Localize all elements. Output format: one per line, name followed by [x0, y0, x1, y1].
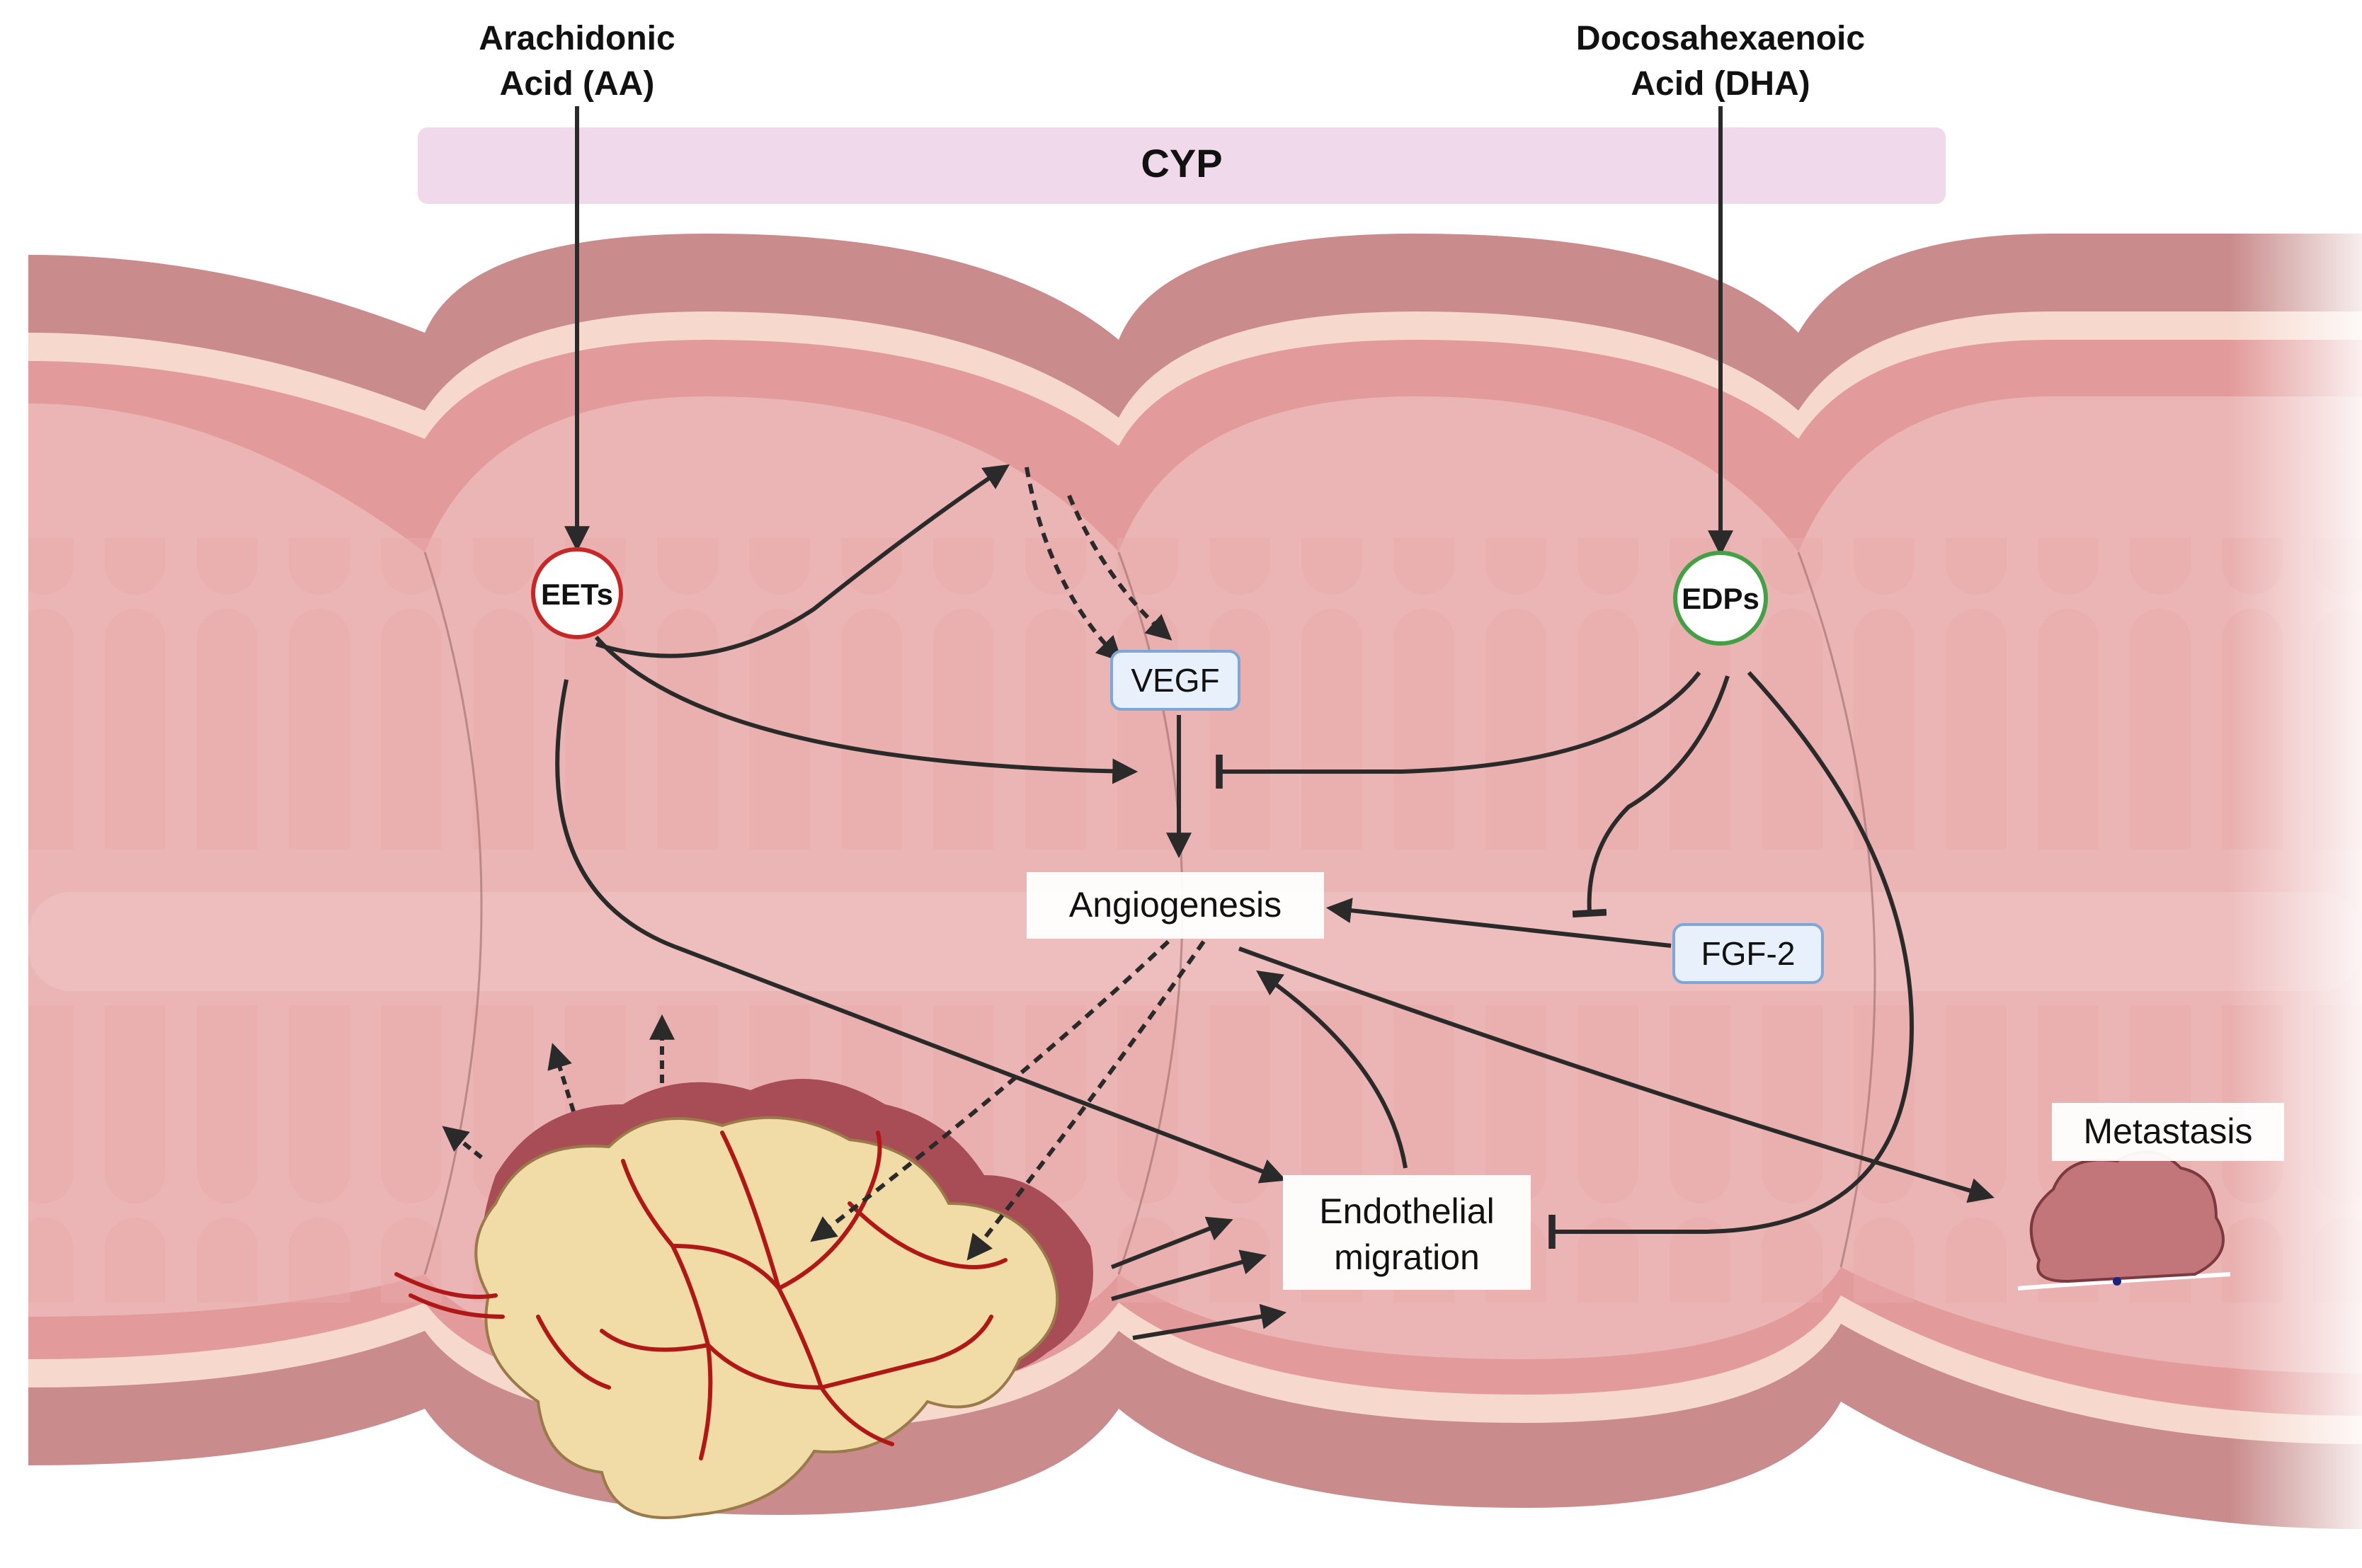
- fgf2-rect: [1672, 923, 1824, 984]
- fgf2-box: FGF-2: [1672, 923, 1824, 984]
- right-fade: [1699, 212, 2362, 1557]
- arrow-tumor-to-endothelial-2: [1111, 1249, 1267, 1301]
- cyp-label: CYP: [1141, 141, 1222, 185]
- metastasis-rect: [2052, 1103, 2284, 1161]
- cyp-bar: [418, 127, 1946, 204]
- endothelial-label-line2: migration: [1334, 1237, 1480, 1277]
- tumor-body: [474, 1116, 1059, 1519]
- primary-tumor: [394, 1079, 1093, 1519]
- arrow-tumor-to-endothelial-3: [1132, 1303, 1287, 1340]
- angiogenesis-rect: [1027, 872, 1324, 939]
- dashed-arrow-to-vegf-1: [1025, 467, 1123, 663]
- pathway-arrows: [442, 106, 1995, 1340]
- vegf-label: VEGF: [1131, 662, 1219, 699]
- edps-label: EDPs: [1682, 582, 1759, 615]
- endothelial-box: Endothelial migration: [1283, 1175, 1531, 1290]
- metastasis-body: [2029, 1150, 2225, 1283]
- dha-label-line1: Docosahexaenoic: [1576, 20, 1865, 57]
- arrow-eets-to-endothelial: [555, 679, 1286, 1184]
- fgf2-label: FGF-2: [1701, 935, 1796, 972]
- inhibit-edps-to-fgf2: [1572, 675, 1730, 918]
- angiogenesis-box: Angiogenesis: [1027, 872, 1324, 939]
- metastasis-lesion: [2017, 1150, 2231, 1291]
- tumor-growth-arrow-2: [547, 1043, 576, 1112]
- arrow-eets-to-junction: [594, 636, 1139, 784]
- aa-label-line2: Acid (AA): [500, 65, 655, 103]
- dha-label-line2: Acid (DHA): [1631, 65, 1810, 103]
- tumor-vessels: [394, 1131, 1008, 1460]
- aa-label-line1: Arachidonic: [479, 20, 675, 57]
- edps-circle: [1673, 551, 1768, 646]
- inhibit-edps-to-endothelial: [1548, 670, 1915, 1249]
- tumor-growth-arrow-1: [442, 1126, 483, 1160]
- eets-node: EETs: [531, 547, 623, 639]
- metastasis-box: Metastasis: [2052, 1103, 2284, 1161]
- arrow-angiogenesis-to-metastasis: [1238, 946, 1995, 1203]
- dashed-arrow-angio-to-tumor-2: [966, 940, 1206, 1261]
- vegf-rect: [1110, 650, 1240, 711]
- arrow-eets-upward: [595, 464, 1010, 658]
- vegf-box: VEGF: [1110, 650, 1240, 711]
- edps-node: EDPs: [1673, 551, 1768, 646]
- metastasis-label: Metastasis: [2084, 1111, 2253, 1151]
- arrow-fgf2-to-angiogenesis: [1325, 898, 1672, 948]
- eets-label: EETs: [541, 578, 613, 611]
- inhibit-edps-to-junction: [1216, 671, 1701, 789]
- endothelial-label-line1: Endothelial: [1319, 1191, 1494, 1231]
- angiogenesis-label: Angiogenesis: [1069, 885, 1282, 925]
- arrow-tumor-to-endothelial-1: [1110, 1216, 1233, 1269]
- arrow-endothelial-to-angiogenesis: [1256, 970, 1408, 1169]
- segment-divider: [423, 551, 483, 1275]
- dashed-arrow-to-vegf-2: [1067, 494, 1173, 641]
- endothelial-rect: [1283, 1175, 1531, 1290]
- metastasis-cell: [2113, 1277, 2121, 1286]
- eets-circle: [531, 547, 623, 639]
- dashed-arrow-angio-to-tumor-1: [810, 939, 1170, 1242]
